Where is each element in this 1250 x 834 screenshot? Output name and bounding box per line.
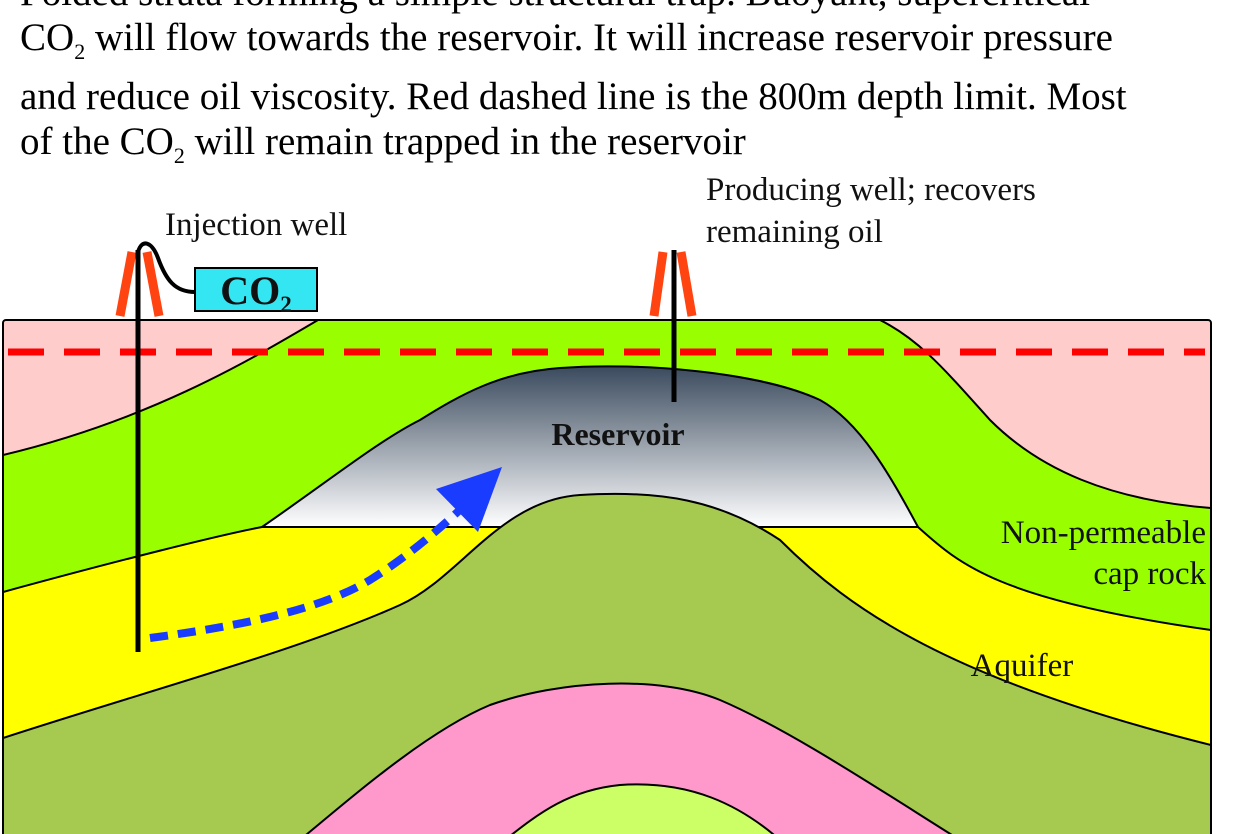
injection-well (115, 241, 196, 652)
caption-line-2: CO2 will flow towards the reservoir. It … (20, 16, 1113, 64)
producing-well-label-line-1: Producing well; recovers (706, 172, 1036, 208)
co2-flow-arrow (149, 467, 502, 642)
producing-well-label-line-2: remaining oil (706, 214, 883, 250)
reservoir-label: Reservoir (551, 416, 684, 452)
caption-line-1: Folded strata forming a simple structura… (20, 0, 1090, 14)
reservoir (258, 365, 920, 528)
co2-flow-path (149, 505, 465, 642)
strata-block-outline (2, 319, 1212, 834)
co2-box-rect (194, 267, 318, 312)
cap-rock-label-line-1: Non-permeable (1001, 515, 1206, 551)
producing-rig-right-leg (676, 251, 697, 317)
olive-layer (3, 492, 1211, 834)
pink-layer (305, 682, 953, 834)
producing-rig-left-leg (649, 251, 668, 317)
caption: Folded strata forming a simple structura… (20, 0, 1240, 178)
injection-well-label: Injection well (165, 207, 347, 243)
light-green-layer (510, 783, 775, 834)
aquifer-label: Aquifer (971, 648, 1074, 684)
co2-box: CO2 (194, 267, 318, 317)
caption-line-3: and reduce oil viscosity. Red dashed lin… (20, 74, 1127, 118)
producing-well (649, 250, 697, 402)
co2-box-label: CO2 (220, 268, 292, 317)
injection-rig-right-leg (142, 251, 164, 317)
injection-rig-left-leg (115, 251, 137, 317)
caption-line-4: of the CO2 will remain trapped in the re… (20, 119, 746, 168)
co2-supply-line (136, 241, 196, 294)
strata-block (3, 320, 1211, 834)
cap-rock-label-line-2: cap rock (1093, 556, 1206, 592)
co2-flow-arrowhead (436, 467, 502, 532)
